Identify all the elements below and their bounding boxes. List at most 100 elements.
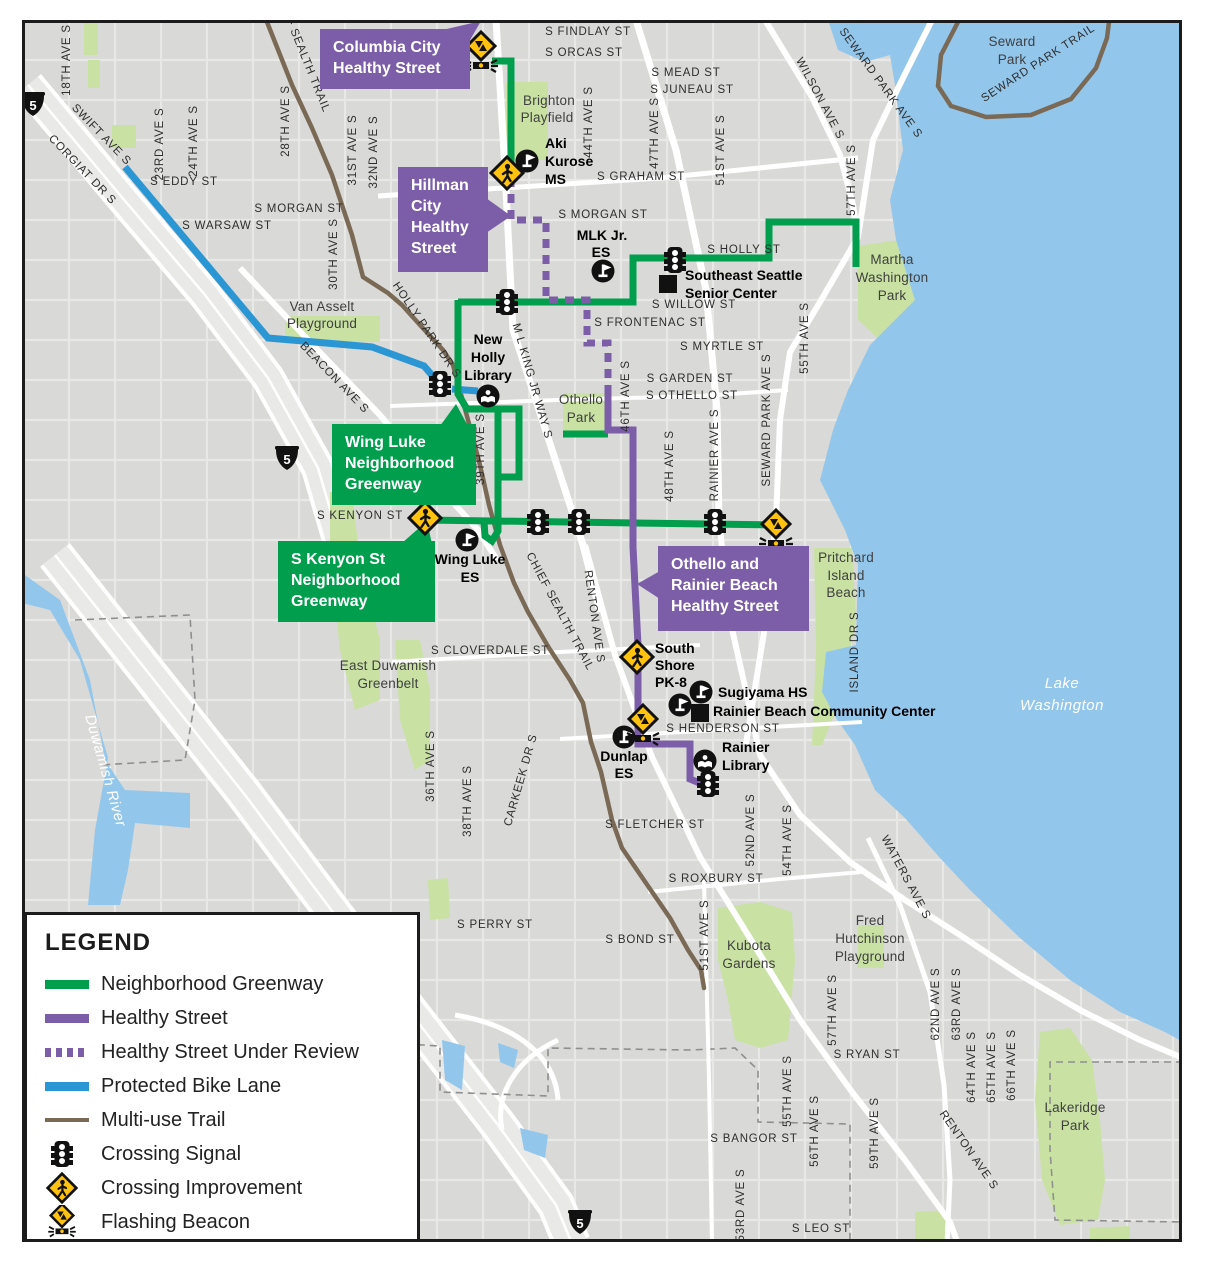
callout-line: Greenway <box>291 593 368 610</box>
legend-item-protected-bike-lane: Protected Bike Lane <box>45 1069 407 1103</box>
park-area <box>915 1210 947 1242</box>
poi-label: Senior Center <box>685 285 777 301</box>
healthy-street-under-review-swatch <box>45 1047 91 1057</box>
poi-label: PK-8 <box>655 674 687 690</box>
street-label: 18TH AVE S <box>61 24 73 96</box>
street-label: S FINDLAY ST <box>545 26 631 38</box>
park-area <box>395 640 430 770</box>
street-label: 57TH AVE S <box>827 974 839 1046</box>
park-area <box>812 548 856 745</box>
library-icon <box>476 384 500 408</box>
street-label: S ROXBURY ST <box>669 873 764 885</box>
street-label: S ORCAS ST <box>545 47 623 59</box>
street-label: S MORGAN ST <box>254 203 343 215</box>
poi-label: Aki <box>545 135 567 151</box>
street-label: S FRONTENAC ST <box>594 317 706 329</box>
street-label: 63RD AVE S <box>951 968 963 1041</box>
neighborhood-greenway-route <box>458 218 860 306</box>
park-area <box>1090 1226 1130 1242</box>
park-area <box>718 902 795 1048</box>
street-label: 44TH AVE S <box>583 86 595 158</box>
street-label: 30TH AVE S <box>328 218 340 290</box>
crossing-signal-icon <box>45 1137 91 1171</box>
poi-label: Holly <box>471 349 505 365</box>
road <box>702 879 714 1242</box>
place-label: Gardens <box>722 956 775 971</box>
callout-line: Street <box>411 240 457 257</box>
park-area <box>285 316 380 342</box>
street-label: 52ND AVE S <box>745 794 757 867</box>
street-label: S MORGAN ST <box>558 209 647 221</box>
street-label: S EDDY ST <box>150 176 218 188</box>
street-label: 65TH AVE S <box>986 1031 998 1103</box>
place-label: Seward <box>989 34 1036 49</box>
interstate-shield-number: 5 <box>29 98 36 113</box>
community-center-icon <box>659 275 677 293</box>
place-label: Othello <box>559 392 603 407</box>
street-label: S PERRY ST <box>457 919 533 931</box>
street-label: 31ST AVE S <box>347 115 359 186</box>
legend-item-crossing-signal: Crossing Signal <box>45 1137 407 1171</box>
water-area <box>520 1128 548 1158</box>
place-label: Beach <box>826 585 865 600</box>
school-icon <box>612 725 636 749</box>
interstate-shield-number: 5 <box>576 1216 583 1231</box>
poi-label: South <box>655 640 695 656</box>
legend-item-neighborhood-greenway: Neighborhood Greenway <box>45 967 407 1001</box>
street-label: 57TH AVE S <box>846 144 858 216</box>
healthy-street-swatch <box>45 1013 91 1023</box>
poi-label: Dunlap <box>600 748 647 764</box>
water-label: Washington <box>1020 697 1104 714</box>
street-label: 36TH AVE S <box>425 730 437 802</box>
place-label: Park <box>998 52 1027 67</box>
place-label: Park <box>878 288 907 303</box>
poi-label: MS <box>545 171 566 187</box>
callout-line: Healthy <box>411 219 469 236</box>
poi-label: ES <box>461 569 480 585</box>
place-label: Van Asselt <box>290 299 355 314</box>
protected-bike-lane-route <box>122 164 440 384</box>
place-label: East Duwamish <box>340 658 436 673</box>
callout-line: Neighborhood <box>345 455 455 472</box>
legend-item-multi-use-trail: Multi-use Trail <box>45 1103 407 1137</box>
road <box>559 720 863 741</box>
place-label: Hutchinson <box>835 931 905 946</box>
place-label: Playfield <box>521 110 574 125</box>
street-label: S MYRTLE ST <box>680 341 764 353</box>
multi-use-trail-swatch <box>45 1118 91 1122</box>
street-label: S WILLOW ST <box>652 299 736 311</box>
poi-label: Rainier <box>722 739 770 755</box>
park-area <box>84 22 98 55</box>
poi-label: MLK Jr. <box>577 227 628 243</box>
street-label: SEWARD PARK AVE S <box>761 354 773 487</box>
school-icon <box>668 693 692 717</box>
road <box>389 388 789 408</box>
place-label: Greenbelt <box>357 676 418 691</box>
healthy-street-under-review-route <box>507 178 612 392</box>
callout-line: Columbia City <box>333 39 441 56</box>
legend-item-flashing-beacon: Flashing Beacon <box>45 1205 407 1239</box>
legend-item-healthy-street: Healthy Street <box>45 1001 407 1035</box>
legend-item-crossing-improvement: Crossing Improvement <box>45 1171 407 1205</box>
place-label: Brighton <box>523 93 575 108</box>
place-label: Park <box>1061 1118 1090 1133</box>
callout-tail-othello-rainier-beach <box>637 571 660 599</box>
street-label: RAINIER AVE S <box>709 409 721 502</box>
street-label: 48TH AVE S <box>664 430 676 502</box>
street-label: 66TH AVE S <box>1006 1029 1018 1101</box>
poi-label: Shore <box>655 657 695 673</box>
crossing-improvement-icon <box>45 1171 91 1205</box>
street-label: S BANGOR ST <box>710 1133 797 1145</box>
callout-line: City <box>411 198 442 215</box>
callout-line: Rainier Beach <box>671 577 778 594</box>
street-label: S FLETCHER ST <box>605 819 705 831</box>
city-boundary <box>22 1037 851 1242</box>
school-icon <box>455 528 479 552</box>
place-label: Kubota <box>727 938 771 953</box>
flashing-beacon-icon <box>45 1205 91 1239</box>
poi-label: Library <box>722 757 770 773</box>
street-label: S RYAN ST <box>834 1049 901 1061</box>
